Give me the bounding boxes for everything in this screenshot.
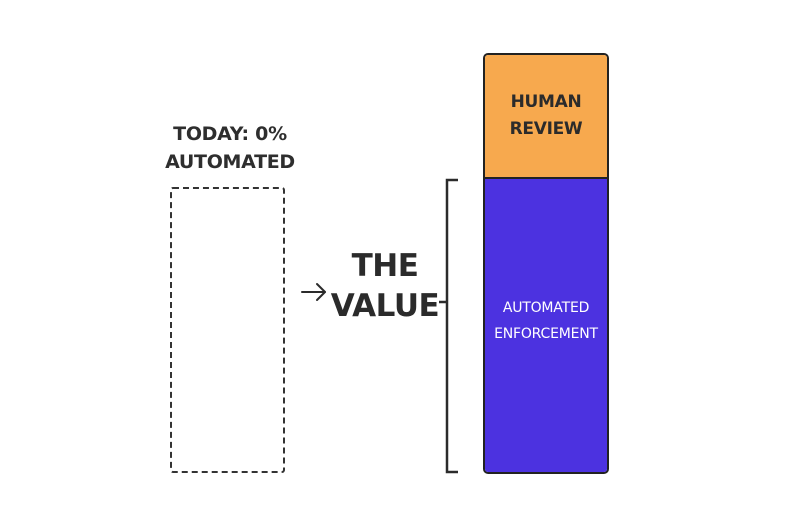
automated-enforcement-segment: AUTOMATED ENFORCEMENT [485,179,607,472]
value-label-line-2: VALUE [330,288,440,324]
today-label-line-2: AUTOMATED [165,151,295,173]
empty-automation-box [170,187,285,473]
stacked-bar: HUMAN REVIEW AUTOMATED ENFORCEMENT [483,53,609,474]
value-label-line-1: THE [351,248,419,284]
human-review-line-2: REVIEW [509,119,583,139]
human-review-line-1: HUMAN [510,92,582,112]
today-label-line-1: TODAY: 0% [173,123,287,145]
today-label: TODAY: 0% AUTOMATED [150,120,310,176]
value-label: THE VALUE [330,246,440,326]
right-arrow-icon [301,283,326,301]
value-bracket [439,178,458,474]
human-review-segment: HUMAN REVIEW [485,55,607,179]
automated-enforcement-line-1: AUTOMATED [502,299,590,316]
automated-enforcement-line-2: ENFORCEMENT [494,325,598,342]
